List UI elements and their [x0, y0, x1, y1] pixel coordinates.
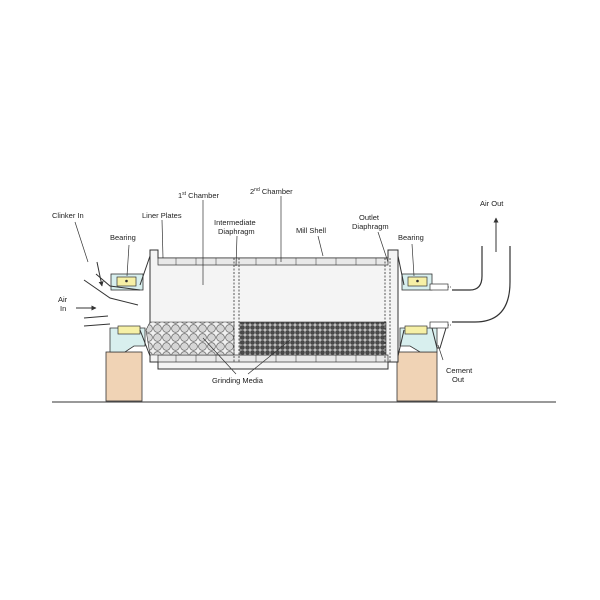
right-trunnion-top	[429, 283, 449, 291]
right-trunnion-bottom	[429, 321, 449, 329]
top-liner-segments	[175, 258, 377, 265]
label-second-chamber: 2nd Chamber	[250, 187, 293, 196]
left-lower-bearing	[117, 325, 141, 335]
label-liner-plates: Liner Plates	[142, 211, 182, 220]
label-intermediate-diaphragm-1: Intermediate	[214, 218, 256, 227]
top-liner-plates	[157, 257, 389, 266]
label-outlet-diaphragm-2: Diaphragm	[352, 222, 389, 231]
bottom-liner-segments	[175, 355, 377, 362]
right-lower-bearing	[404, 325, 428, 335]
label-bearing-left: Bearing	[110, 233, 136, 242]
right-end-lining	[397, 255, 405, 357]
label-cement-out-1: Cement	[446, 366, 473, 375]
label-outlet-diaphragm-1: Outlet	[359, 213, 380, 222]
label-bearing-right: Bearing	[398, 233, 424, 242]
bottom-liner-plates	[157, 354, 389, 363]
label-mill-shell: Mill Shell	[296, 226, 326, 235]
label-cement-out-2: Out	[452, 375, 465, 384]
air-out-duct	[452, 246, 483, 291]
label-air-in-1: Air	[58, 295, 68, 304]
air-in-inlet	[83, 315, 111, 327]
leader-lines	[74, 196, 444, 375]
label-first-chamber: 1st Chamber	[178, 191, 219, 200]
label-air-in-2: In	[60, 304, 66, 313]
right-pedestal	[396, 351, 438, 402]
left-pedestal	[105, 351, 143, 402]
fine-grinding-media	[239, 321, 387, 356]
label-air-out: Air Out	[480, 199, 504, 208]
left-end-lining	[139, 255, 151, 357]
label-intermediate-diaphragm-2: Diaphragm	[218, 227, 255, 236]
air-out-duct-outer	[452, 246, 511, 323]
label-clinker-in: Clinker In	[52, 211, 84, 220]
clinker-in-arrow	[96, 261, 104, 287]
coarse-grinding-media	[145, 321, 235, 356]
cement-out-hopper	[431, 327, 447, 349]
label-grinding-media: Grinding Media	[212, 376, 264, 385]
